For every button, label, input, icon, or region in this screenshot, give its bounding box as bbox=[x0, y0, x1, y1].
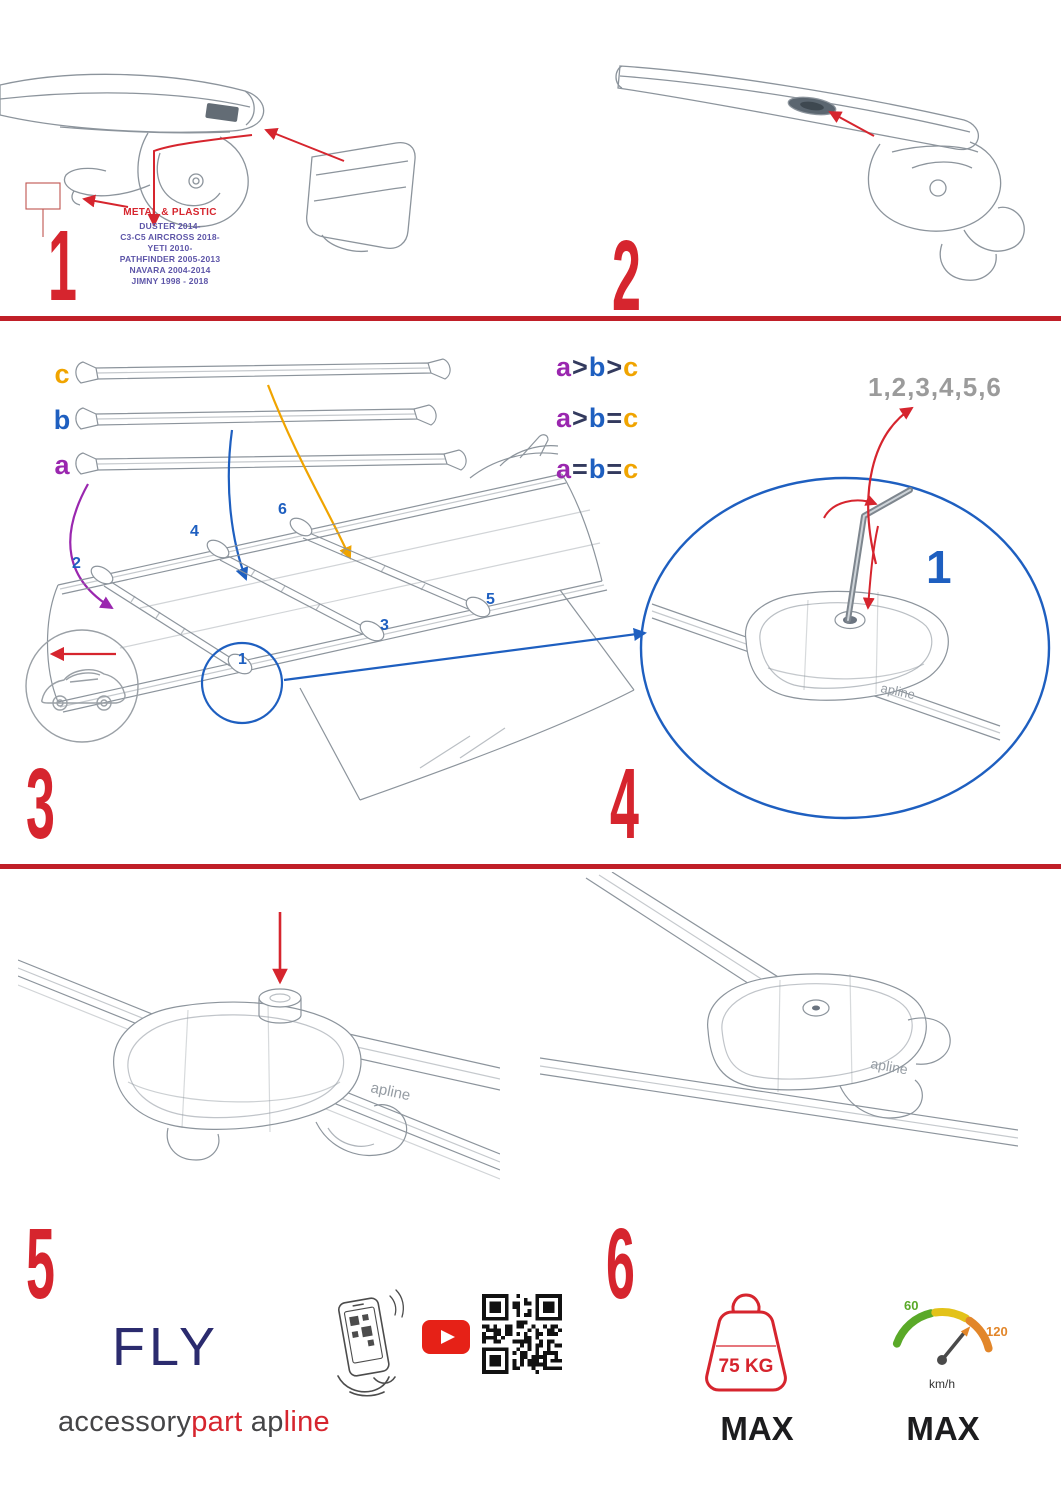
bar-logo-patch bbox=[205, 103, 239, 122]
section-divider bbox=[0, 316, 1061, 321]
vehicle-model: NAVARA 2004-2014 bbox=[129, 265, 211, 276]
position-label-4: 4 bbox=[190, 523, 199, 540]
loose-bars-drawing bbox=[75, 358, 467, 475]
product-name: FLY bbox=[112, 1317, 220, 1377]
red-arrow bbox=[828, 111, 875, 137]
first-position-label: 1 bbox=[926, 541, 952, 593]
vehicle-model: PATHFINDER 2005-2013 bbox=[119, 254, 221, 265]
brand-segment: accessory bbox=[58, 1406, 192, 1438]
step1-diagram bbox=[0, 73, 416, 253]
apline-mark: apline bbox=[369, 1079, 412, 1104]
position-label-1: 1 bbox=[238, 651, 247, 668]
phone-scan-icon bbox=[337, 1289, 404, 1397]
tightening-sequence: 1,2,3,4,5,6 bbox=[868, 372, 1002, 402]
size-legend: a>b>c a>b=c a=b=c bbox=[556, 352, 639, 505]
leader-a bbox=[69, 483, 114, 610]
mounted-foot-drawing bbox=[540, 872, 1018, 1147]
leader-b bbox=[227, 429, 249, 581]
step4-diagram: 1 apline bbox=[639, 406, 1051, 820]
brand-segment: ap bbox=[242, 1406, 284, 1438]
section-divider bbox=[0, 864, 1061, 869]
brand-segment: part bbox=[191, 1406, 243, 1438]
bar-label-b: b bbox=[54, 405, 71, 435]
blue-arrow bbox=[283, 627, 647, 682]
position-label-2: 2 bbox=[72, 555, 81, 572]
zoom-circle bbox=[639, 476, 1051, 820]
step-number-4: 4 bbox=[610, 748, 639, 860]
fitment-note: METAL & PLASTIC DUSTER 2014- C3-C5 AIRCR… bbox=[95, 206, 245, 287]
vehicle-model: DUSTER 2014- bbox=[139, 221, 201, 231]
red-arrow bbox=[82, 128, 345, 227]
weight-limit-label: 75 KG bbox=[719, 1356, 774, 1377]
step-number-1: 1 bbox=[48, 210, 77, 322]
gauge-needle bbox=[940, 1331, 966, 1362]
position-label-3: 3 bbox=[380, 617, 389, 634]
speed-low-label: 60 bbox=[904, 1298, 918, 1313]
rotate-arrow bbox=[823, 494, 878, 519]
speedometer-icon: 60 120 km/h bbox=[892, 1298, 1008, 1391]
step2-diagram bbox=[615, 65, 1025, 281]
apline-mark: apline bbox=[869, 1055, 909, 1077]
sequence-arrow bbox=[867, 406, 914, 565]
car-inset bbox=[25, 629, 139, 743]
tighten-arrow bbox=[862, 525, 879, 610]
youtube-icon bbox=[422, 1320, 470, 1354]
step6-diagram: apline bbox=[540, 872, 1018, 1147]
vehicle-model: JIMNY 1998 - 2018 bbox=[131, 276, 209, 287]
speed-max-label: MAX bbox=[906, 1410, 980, 1447]
vehicle-model: C3-C5 AIRCROSS 2018- bbox=[120, 232, 220, 243]
step-number-3: 3 bbox=[26, 748, 55, 860]
legend-row-2: a>b=c bbox=[556, 403, 640, 433]
bar-label-a: a bbox=[54, 450, 70, 480]
legend-row-1: a>b>c bbox=[556, 352, 640, 382]
step-number-2: 2 bbox=[612, 220, 641, 332]
bar-slot-drawing bbox=[615, 65, 1025, 281]
speed-unit-label: km/h bbox=[929, 1377, 955, 1391]
position-label-5: 5 bbox=[486, 591, 495, 608]
speed-high-label: 120 bbox=[986, 1324, 1008, 1339]
roof-drawing bbox=[46, 434, 635, 801]
highlight-circle bbox=[200, 641, 284, 725]
vehicle-model: YETI 2010- bbox=[147, 243, 193, 254]
step-number-6: 6 bbox=[606, 1208, 635, 1320]
callout-bracket bbox=[25, 182, 61, 237]
brand-segment: line bbox=[283, 1406, 330, 1438]
foot-zoom-drawing bbox=[651, 590, 1001, 741]
position-label-6: 6 bbox=[278, 501, 287, 518]
leader-c bbox=[266, 384, 352, 560]
apline-mark: apline bbox=[879, 680, 916, 702]
qr-code bbox=[482, 1294, 562, 1374]
brand-wordmark: accessorypart apline bbox=[58, 1406, 330, 1439]
legend-row-3: a=b=c bbox=[556, 454, 640, 484]
bar-label-c: c bbox=[54, 359, 69, 389]
weight-max-label: MAX bbox=[720, 1410, 794, 1447]
step-number-5: 5 bbox=[26, 1208, 55, 1320]
weight-icon: 75 KG bbox=[705, 1293, 787, 1392]
step3-diagram: c b a bbox=[25, 358, 647, 801]
foot-cap-drawing bbox=[18, 959, 500, 1180]
material-label: METAL & PLASTIC bbox=[123, 207, 217, 218]
crossbar-and-foot-drawing bbox=[0, 73, 416, 253]
step5-diagram: apline bbox=[18, 912, 500, 1180]
